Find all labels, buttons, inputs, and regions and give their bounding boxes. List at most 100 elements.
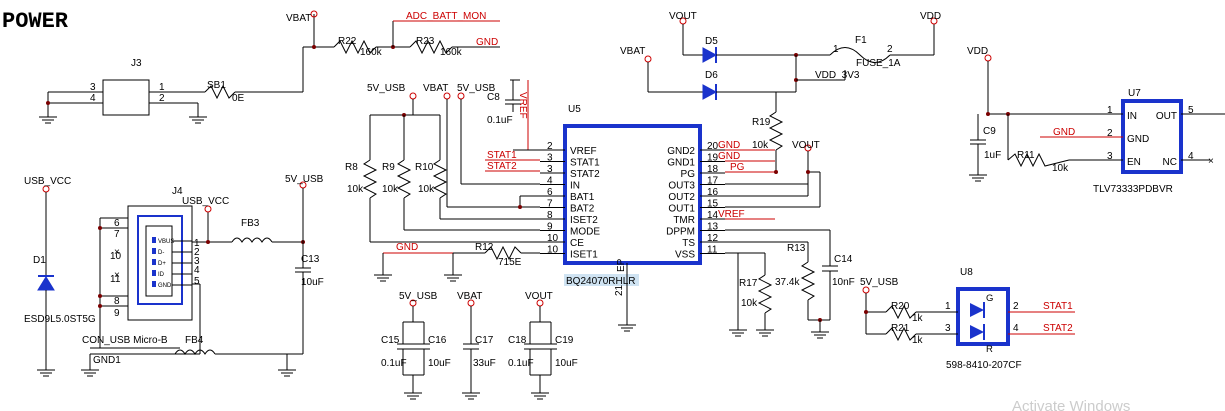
vbat-net-d6: VBAT xyxy=(620,46,703,93)
u5-left-pin-num: 9 xyxy=(547,222,553,233)
j3-pin3: 3 xyxy=(90,82,96,93)
u5-left-pin-name: ISET2 xyxy=(570,215,598,226)
u8-pin2: 2 xyxy=(1013,301,1019,312)
u7-pin-name: IN xyxy=(1127,111,1137,122)
c19-value: 10uF xyxy=(555,358,578,369)
stat1-label-u8: STAT1 xyxy=(1043,301,1073,312)
u8-pin3: 3 xyxy=(945,323,951,334)
u5-left-pin-name: STAT2 xyxy=(570,169,600,180)
vout-label-c18: VOUT xyxy=(525,291,553,302)
u7-pin-name: GND xyxy=(1127,134,1149,145)
r23-resistor: R23 160k GND xyxy=(409,36,500,58)
sb1-jumper: SB1 0E xyxy=(204,47,304,104)
u7-pin-name: EN xyxy=(1127,157,1141,168)
u5-left-nets: STAT1 STAT2 5V_USB VBAT 5V_USB xyxy=(367,83,540,209)
svg-text:×: × xyxy=(114,247,120,258)
u5-right-pin-name: GND1 xyxy=(667,158,695,169)
u5-left-pin-name: VREF xyxy=(570,146,597,157)
r12-ref: R12 xyxy=(475,242,494,253)
u5-left-pin-name: STAT1 xyxy=(570,158,600,169)
c17-value: 33uF xyxy=(473,358,496,369)
vbat-label-top: VBAT xyxy=(286,13,311,24)
u5-right-pin-num: 15 xyxy=(707,199,719,210)
r8-resistor: R8 10k xyxy=(345,115,540,243)
u5-gnd-and-r12: GND R12 715E xyxy=(373,242,540,282)
u5-right-pin-name: OUT3 xyxy=(668,181,695,192)
j3-pin1: 1 xyxy=(159,82,165,93)
j4-value: CON_USB Micro-B xyxy=(82,335,168,346)
c8-capacitor: C8 0.1uF VREF xyxy=(487,79,540,151)
u5-left-pin-num: 2 xyxy=(547,141,553,152)
r17-ref: R17 xyxy=(739,278,758,289)
5v-usb-label-u5: 5V_USB xyxy=(457,83,496,94)
j4-pin4: 4 xyxy=(194,265,200,276)
j4-pin6: 6 xyxy=(114,218,120,229)
vdd-label-f1: VDD xyxy=(920,11,941,22)
u5-right-nets: GND GND PG VOUT VREF xyxy=(718,140,830,254)
r13-ref: R13 xyxy=(787,243,806,254)
u5-left-pin-num: 10 xyxy=(547,245,559,256)
j4-pin5: 5 xyxy=(194,276,200,287)
u5-right-pin-name: TS xyxy=(682,238,695,249)
usb-vcc-label-j4: USB_VCC xyxy=(182,196,229,207)
c13-capacitor: 5V_USB C13 10uF xyxy=(277,174,324,377)
r21-value: 1k xyxy=(912,335,924,346)
u5-right-pin-num: 16 xyxy=(707,187,719,198)
vbat-label-u5: VBAT xyxy=(423,83,448,94)
r23-value: 160k xyxy=(440,47,463,58)
c18-c19-group: VOUT C18 0.1uF C19 10uF xyxy=(508,291,578,400)
j3-pin2: 2 xyxy=(159,93,165,104)
5v-usb-label-r: 5V_USB xyxy=(367,83,406,94)
u5-right-pin-num: 17 xyxy=(707,176,719,187)
u7-pin-num: 5 xyxy=(1188,105,1194,116)
u5-left-pin-name: BAT2 xyxy=(570,204,595,215)
c15-c16-group: 5V_USB C15 0.1uF C16 10uF xyxy=(381,291,451,400)
c16-ref: C16 xyxy=(428,335,447,346)
u7-pin-num: 2 xyxy=(1107,128,1113,139)
gnd-label-r23: GND xyxy=(476,37,498,48)
r10-ref: R10 xyxy=(415,162,434,173)
u8-nets: 5V_USB R20 1k R21 1k STAT1 STAT2 xyxy=(860,277,1075,346)
u7-pin-name: NC xyxy=(1163,157,1177,168)
u5-left-pin-num: 8 xyxy=(547,210,553,221)
c18-ref: C18 xyxy=(508,335,527,346)
r17-resistor: R17 10k xyxy=(728,253,775,337)
u5-right-pin-num: 18 xyxy=(707,164,719,175)
r22-resistor: R22 160k ADC_BATT_MON xyxy=(333,11,500,58)
u8-r-label: R xyxy=(986,344,993,355)
j3-ref: J3 xyxy=(131,58,142,69)
u5-right-pin-num: 19 xyxy=(707,153,719,164)
u5-right-pin-name: OUT2 xyxy=(668,192,695,203)
u5-right-pin-name: OUT1 xyxy=(668,204,695,215)
d5-diode: D5 xyxy=(702,36,830,63)
j4-pin2: 2 xyxy=(194,247,200,258)
u5-right-pin-name: GND2 xyxy=(667,146,695,157)
u8-led: U8 598-8410-207CF G R 1 3 2 4 xyxy=(945,267,1022,371)
stat1-label-u5: STAT1 xyxy=(487,150,517,161)
pg-label: PG xyxy=(730,162,745,173)
u5-left-pin-name: ISET1 xyxy=(570,250,598,261)
usb-vcc-label-d1: USB_VCC xyxy=(24,176,71,187)
fb4-ferrite: FB4 xyxy=(80,335,287,377)
c15-ref: C15 xyxy=(381,335,400,346)
u5-left-pin-num: 3 xyxy=(547,164,553,175)
d1-value: ESD9L5.0ST5G xyxy=(24,314,96,325)
r20-ref: R20 xyxy=(891,301,910,312)
svg-text:×: × xyxy=(1208,156,1214,167)
c15-value: 0.1uF xyxy=(381,358,407,369)
vbat-net-top: VBAT xyxy=(286,10,334,49)
r10-resistor: R10 10k xyxy=(415,115,540,220)
r11-ref: R11 xyxy=(1017,150,1035,161)
u8-pin1: 1 xyxy=(945,301,951,312)
d6-diode: D6 VDD_3V3 R19 10k xyxy=(702,55,860,172)
u5-ep: EP xyxy=(616,258,627,272)
j4-signal-label: GND xyxy=(158,283,172,289)
u5-right-pin-name: DPPM xyxy=(666,227,695,238)
u5-left-pin-num: 6 xyxy=(547,187,553,198)
windows-watermark: Activate Windows xyxy=(1012,398,1130,411)
u5-right-pin-name: VSS xyxy=(675,250,695,261)
r13-value: 37.4k xyxy=(775,277,800,288)
sb1-ref: SB1 xyxy=(207,80,226,91)
